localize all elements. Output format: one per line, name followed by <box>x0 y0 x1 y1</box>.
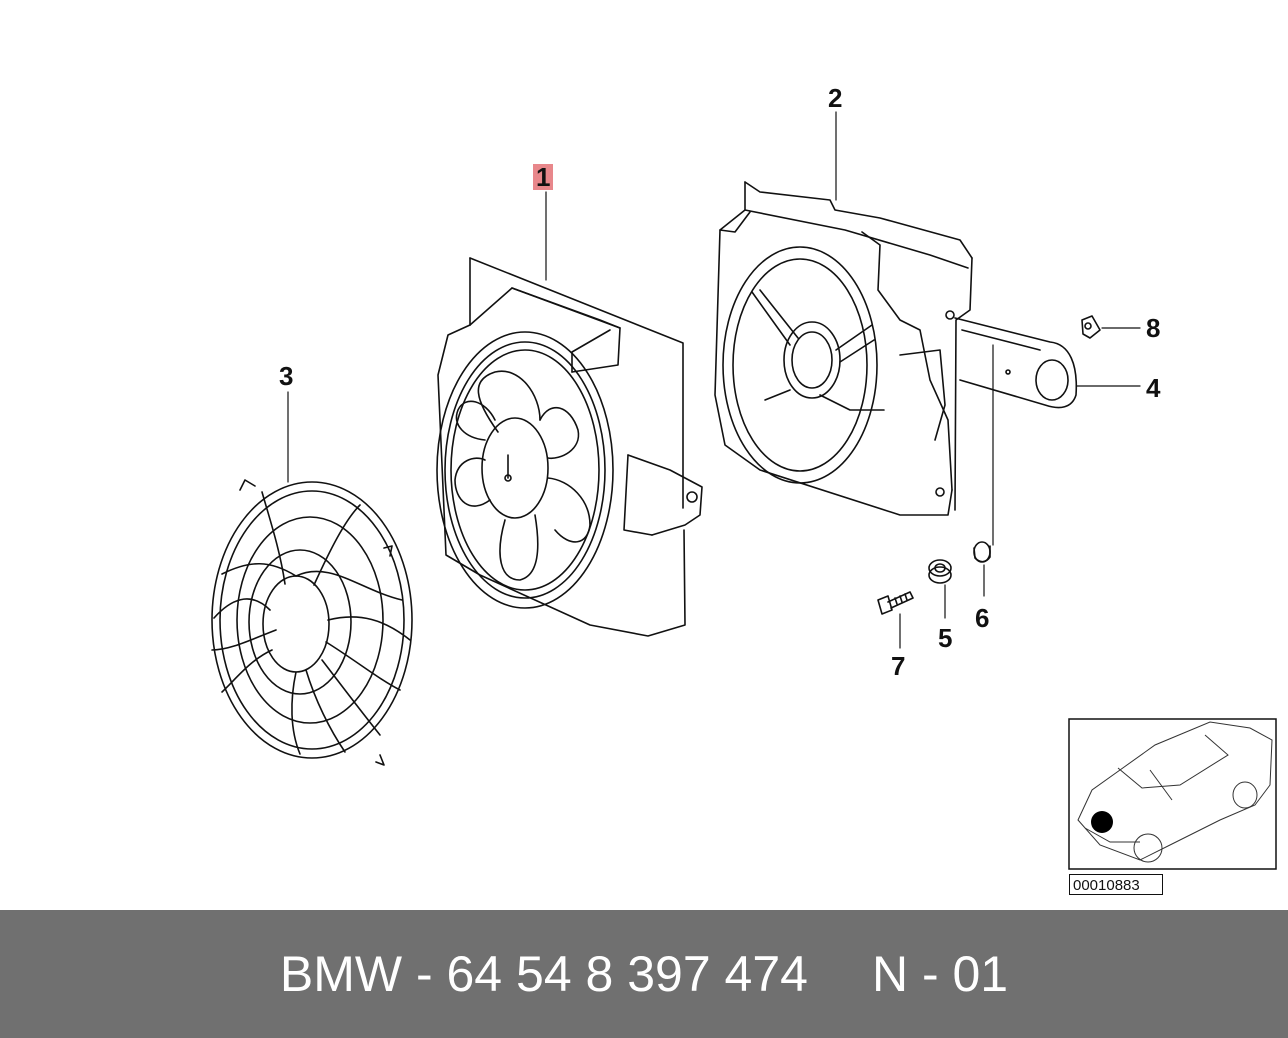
fan-assembly-part-1 <box>436 257 703 637</box>
callout-8: 8 <box>1146 313 1161 343</box>
bracket-part-4 <box>954 317 1078 409</box>
vehicle-locator-thumbnail <box>1068 718 1277 870</box>
leader-lines <box>287 111 1141 649</box>
bushing-part-6 <box>973 541 991 563</box>
callout-1: 1 <box>533 164 554 190</box>
bolt-part-7 <box>877 591 914 615</box>
location-marker <box>1091 811 1113 833</box>
callout-7: 7 <box>891 651 906 681</box>
diagram-reference-code: 00010883 <box>1069 874 1163 895</box>
car-outline-icon <box>1077 721 1273 861</box>
callout-3: 3 <box>279 361 294 391</box>
clip-nut-part-8 <box>1081 315 1101 339</box>
callout-6: 6 <box>975 603 990 633</box>
part-number: BMW - 64 54 8 397 474 <box>279 946 808 1002</box>
grommet-part-5 <box>928 559 952 584</box>
parts-diagram <box>211 111 1277 870</box>
part-number-footer: BMW - 64 54 8 397 474 N - 01 <box>0 910 1288 1038</box>
fan-shroud-part-2 <box>714 181 973 516</box>
fan-grille-part-3 <box>211 479 413 766</box>
callout-4: 4 <box>1146 373 1161 403</box>
callout-5: 5 <box>938 623 953 653</box>
callout-2: 2 <box>828 83 843 113</box>
variant-code: N - 01 <box>871 946 1009 1002</box>
